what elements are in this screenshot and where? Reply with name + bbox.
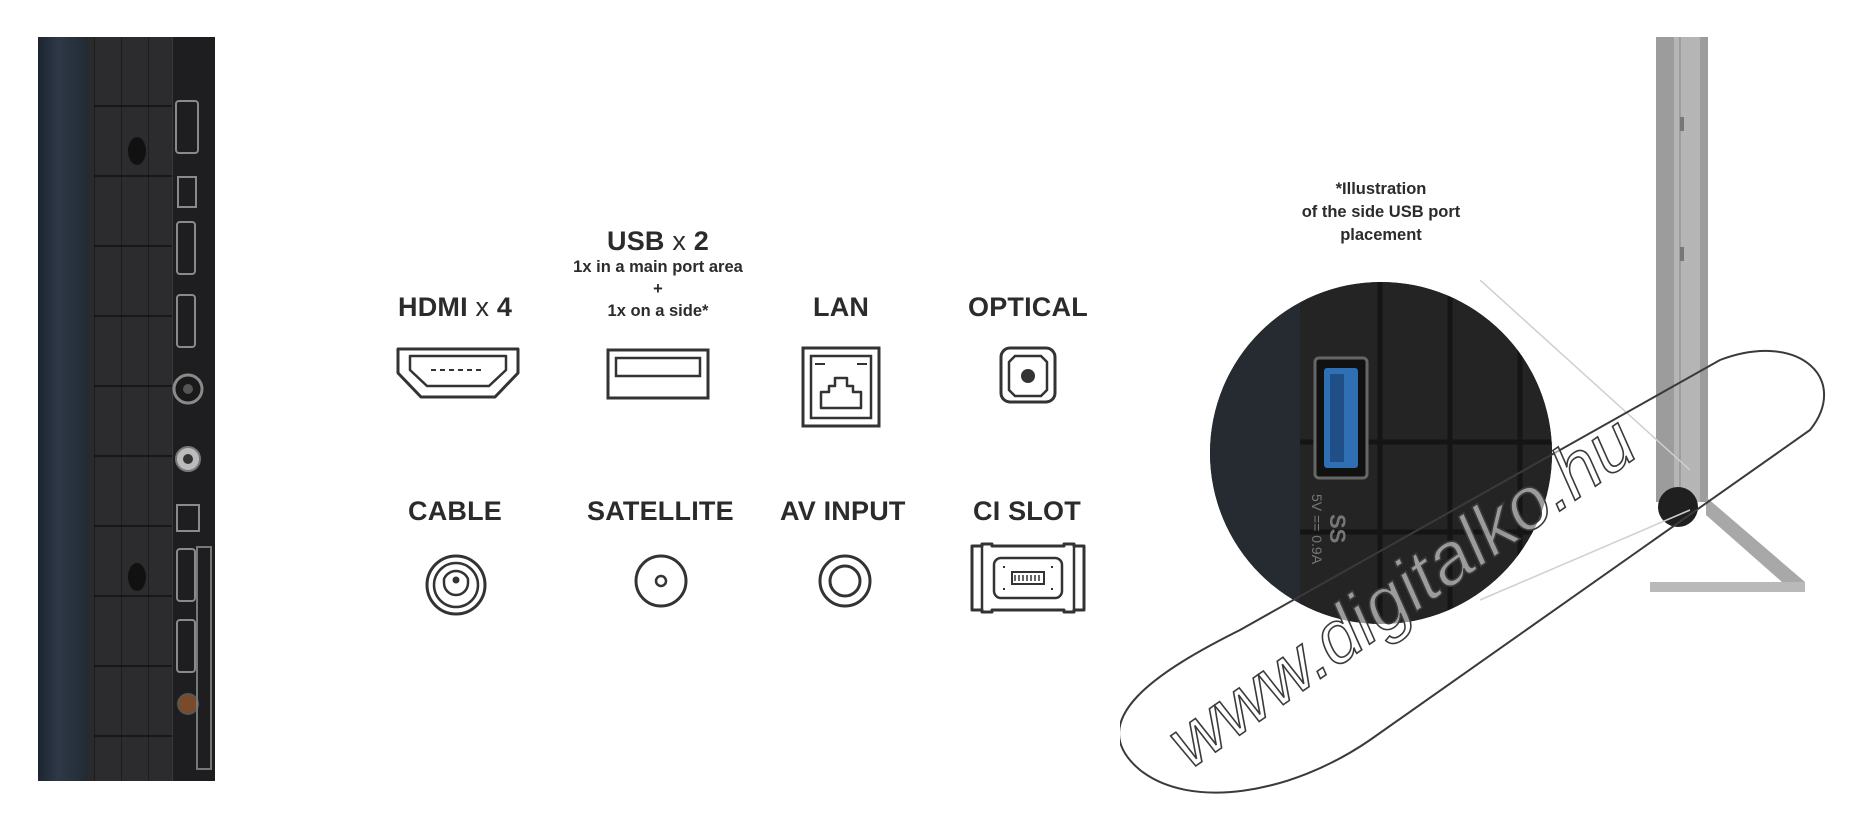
caption-line-3: placement: [1340, 226, 1422, 244]
av-input-label: AV INPUT: [780, 496, 906, 526]
usb-name: USB: [607, 226, 665, 256]
side-usb-caption: *Illustration of the side USB port place…: [1281, 178, 1481, 247]
usb-multiplier: x: [672, 226, 687, 256]
usb-note-plus: +: [653, 280, 663, 298]
ci-slot-label: CI SLOT: [973, 496, 1081, 526]
hdmi-port-icon: [395, 346, 521, 400]
optical-port-icon: [999, 346, 1057, 404]
usb-notes: 1x in a main port area + 1x on a side*: [558, 256, 758, 322]
hdmi-multiplier: x: [475, 292, 490, 322]
usb-count: 2: [693, 226, 709, 256]
caption-line-1: *Illustration: [1335, 180, 1427, 198]
watermark-text: www.digitalko.hu: [1152, 399, 1651, 783]
ci-card-icon: [968, 542, 1088, 614]
satellite-label: SATELLITE: [587, 496, 734, 526]
cable-label: CABLE: [408, 496, 502, 526]
usb-note-side: 1x on a side*: [607, 302, 709, 320]
rear-ports-illustration: [128, 100, 212, 770]
caption-line-2: of the side USB port: [1301, 203, 1461, 221]
satellite-port-icon: [633, 553, 689, 609]
zoom-guide-lines: [1480, 280, 1691, 601]
hdmi-name: HDMI: [398, 292, 468, 322]
usb-logo-mark: SS: [1325, 514, 1350, 543]
usb-port-icon: [606, 348, 710, 400]
site-watermark: www.digitalko.hu: [1120, 349, 1825, 794]
optical-label: OPTICAL: [968, 292, 1088, 322]
tv-edge: [38, 37, 88, 781]
usb-note-main: 1x in a main port area: [573, 258, 743, 276]
ethernet-port-icon: [801, 346, 881, 428]
hdmi-label: HDMI x 4: [398, 292, 512, 323]
coax-port-icon: [424, 553, 488, 617]
port-rail: [172, 37, 215, 781]
lan-label: LAN: [813, 292, 870, 322]
usb-power-marking: 5V == 0.9A: [1309, 494, 1325, 565]
usb-label: USB x 2: [607, 226, 709, 257]
hdmi-count: 4: [496, 292, 513, 322]
tv-rear-port-panel: [38, 37, 215, 781]
av-jack-icon: [817, 553, 873, 609]
